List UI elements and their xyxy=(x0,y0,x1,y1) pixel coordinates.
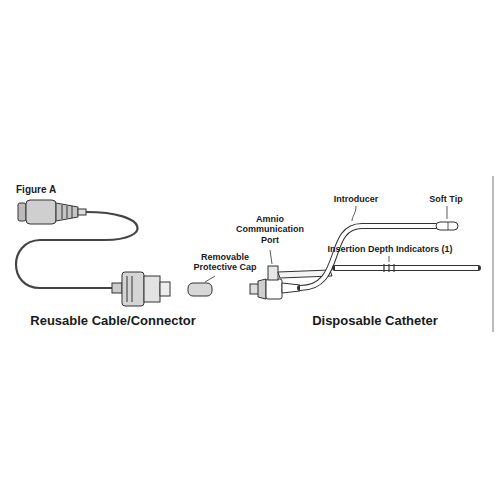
tip-mark xyxy=(448,222,449,230)
protective-cap xyxy=(188,283,212,296)
cable xyxy=(16,212,137,288)
catheter-tube xyxy=(300,226,440,288)
cable-connector xyxy=(112,272,170,306)
frame-line xyxy=(493,176,494,332)
soft-tip xyxy=(436,222,458,230)
cable-plug xyxy=(18,200,86,224)
section-heading: Disposable Catheter xyxy=(312,314,438,329)
part-label: Amnio Communication Port xyxy=(236,214,304,245)
part-label: Insertion Depth Indicators (1) xyxy=(327,244,452,254)
part-label: Introducer xyxy=(334,194,379,204)
leader-line xyxy=(389,256,390,262)
leader-line xyxy=(205,276,215,282)
leader-line xyxy=(352,206,356,221)
leader-line xyxy=(270,250,272,264)
catheter-body xyxy=(335,265,478,271)
catheter-body-inner xyxy=(335,266,478,270)
figure-label: Figure A xyxy=(16,184,56,196)
part-label: Soft Tip xyxy=(429,194,462,204)
catheter-tube-inner xyxy=(300,226,440,288)
leader-line xyxy=(447,206,448,219)
part-label: Removable Protective Cap xyxy=(190,252,260,273)
section-heading: Reusable Cable/Connector xyxy=(30,314,195,329)
depth-indicators xyxy=(384,264,394,272)
